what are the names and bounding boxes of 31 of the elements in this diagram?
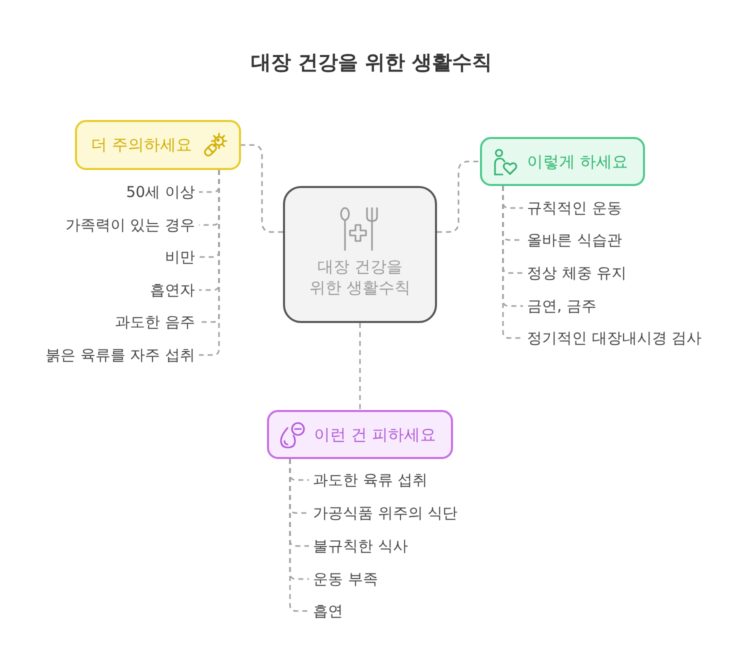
list-item: 올바른 식습관 xyxy=(527,230,622,250)
list-item: 정상 체중 유지 xyxy=(527,263,627,283)
list-item: 흡연자 xyxy=(150,280,195,300)
list-item: 가족력이 있는 경우 xyxy=(65,215,195,235)
category-title: 더 주의하세요 xyxy=(91,135,192,155)
category-title: 이렇게 하세요 xyxy=(527,152,628,172)
category-box xyxy=(75,120,241,170)
dashed-connector xyxy=(502,186,523,339)
list-item: 불규칙한 식사 xyxy=(313,536,408,556)
topic-title: 대장 건강을 위한 생활수칙 xyxy=(308,256,412,298)
list-item: 비만 xyxy=(165,247,195,267)
list-item: 과도한 음주 xyxy=(115,312,195,332)
list-item: 붉은 육류를 자주 섭취 xyxy=(46,345,195,365)
category-title: 이런 건 피하세요 xyxy=(314,424,436,444)
list-item: 금연, 금주 xyxy=(527,296,597,316)
list-item: 정기적인 대장내시경 검사 xyxy=(527,328,702,348)
title: 대장 건강을 위한 생활수칙 xyxy=(251,49,492,75)
category-box xyxy=(480,137,645,186)
list-item: 운동 부족 xyxy=(313,569,378,589)
central-topic-box xyxy=(283,186,437,323)
list-item: 가공식품 위주의 식단 xyxy=(313,503,458,523)
list-item: 흡연 xyxy=(313,601,343,621)
dashed-connector xyxy=(289,459,309,612)
list-item: 규칙적인 운동 xyxy=(527,198,622,218)
list-item: 50세 이상 xyxy=(126,182,195,202)
list-item: 과도한 육류 섭취 xyxy=(313,470,428,490)
dashed-connector xyxy=(437,160,480,233)
dashed-connector xyxy=(199,170,220,356)
dashed-connector xyxy=(241,144,283,233)
category-box xyxy=(267,410,453,459)
dashed-connector xyxy=(359,323,361,410)
